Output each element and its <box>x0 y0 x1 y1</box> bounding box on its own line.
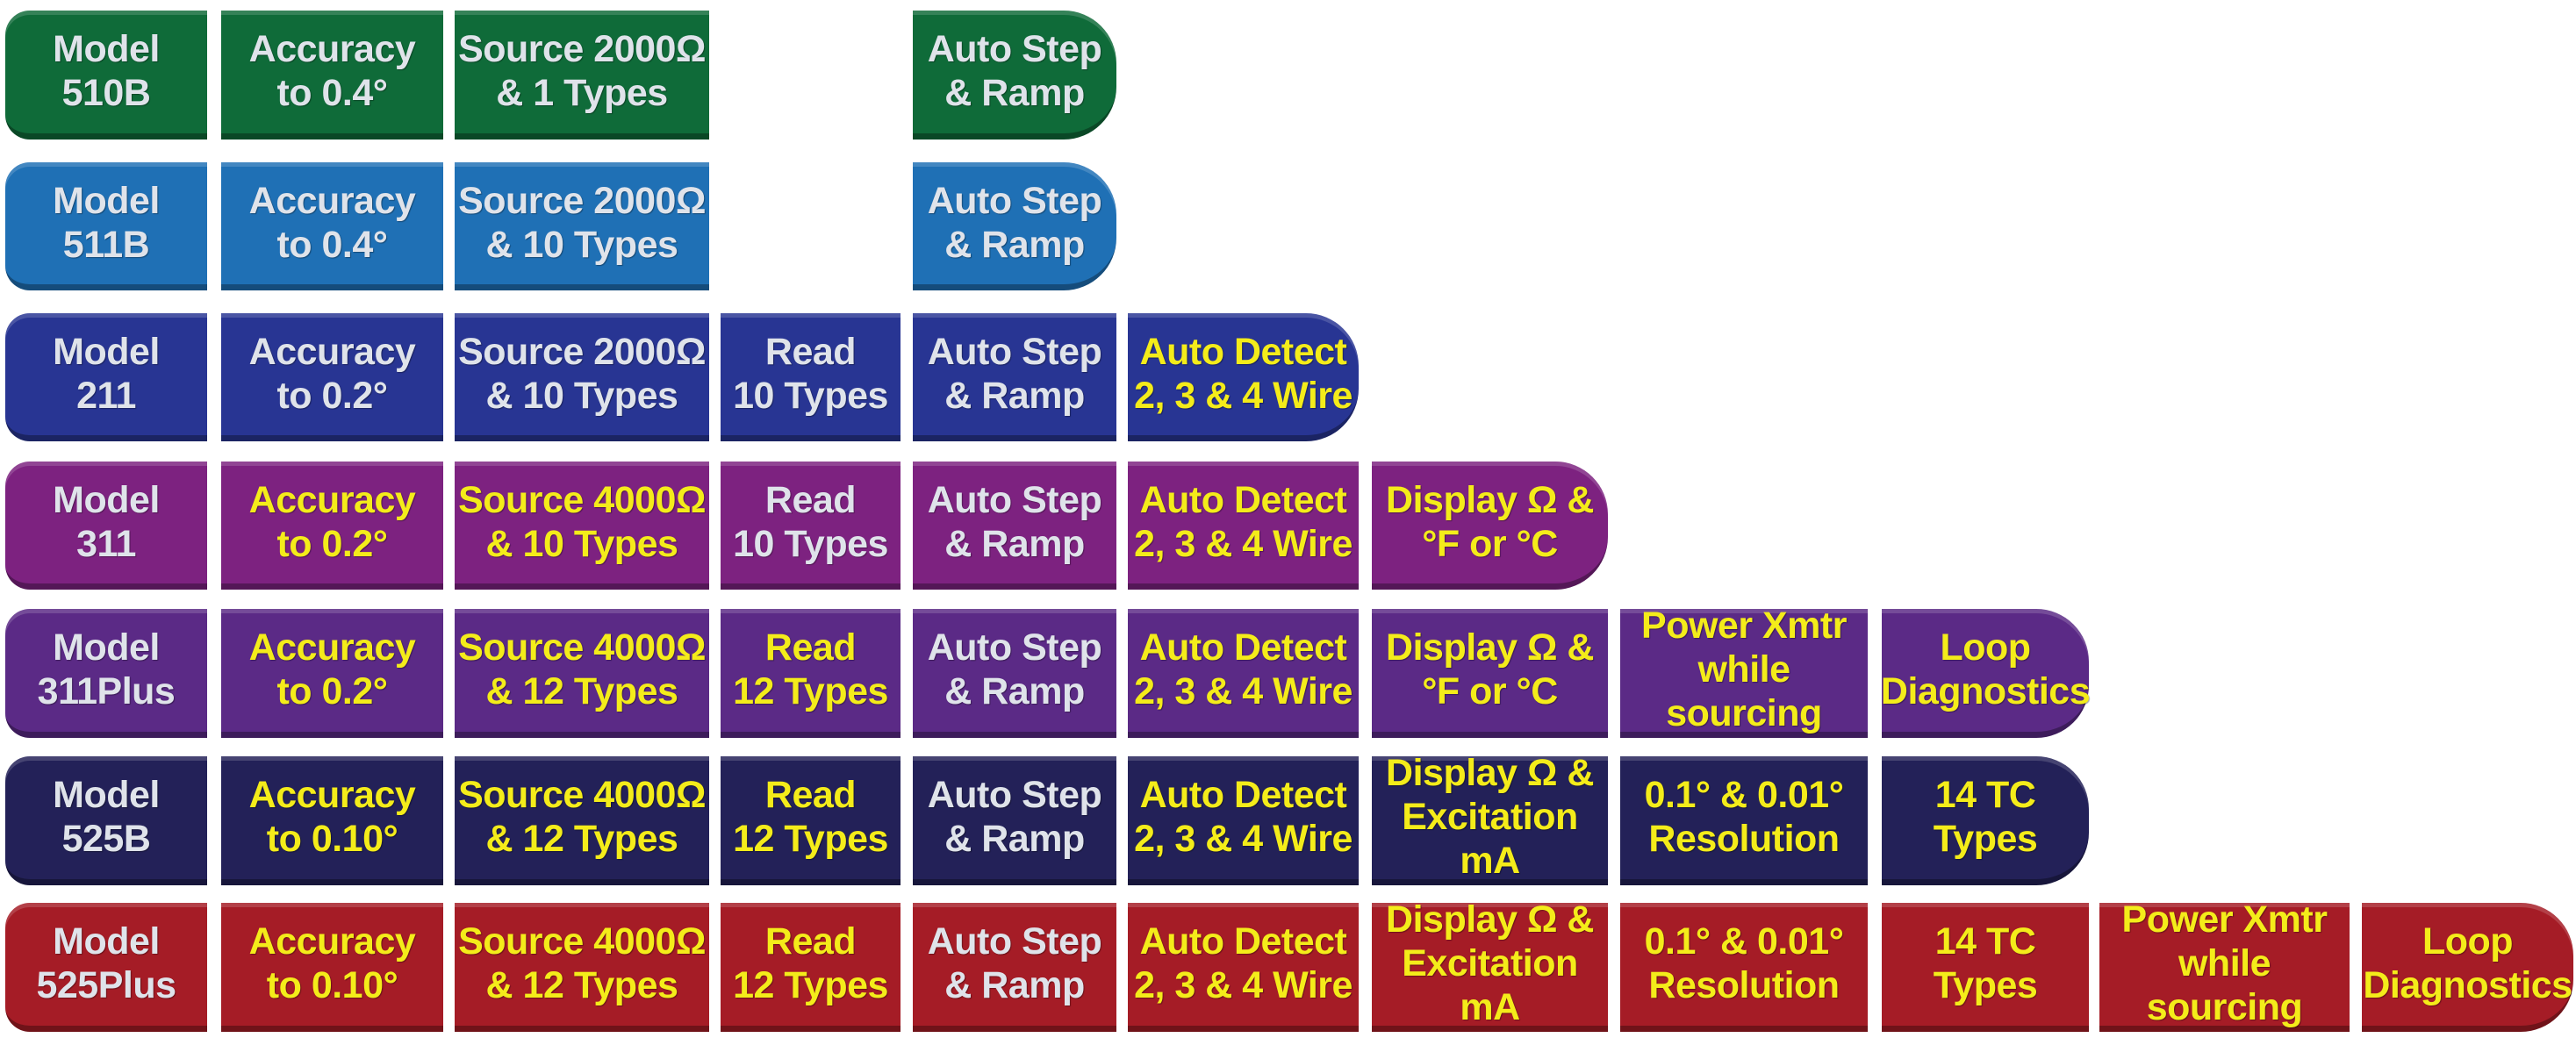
feature-cell: Read 10 Types <box>721 462 901 590</box>
feature-cell: Auto Detect 2, 3 & 4 Wire <box>1128 609 1359 738</box>
feature-cell: Source 4000Ω & 12 Types <box>455 609 709 738</box>
model-cell: Model 525Plus <box>5 903 207 1032</box>
feature-cell: Auto Step & Ramp <box>913 903 1116 1032</box>
model-cell: Model 510B <box>5 11 207 140</box>
feature-cell: Power Xmtr while sourcing <box>2099 898 2350 1032</box>
feature-cell: Accuracy to 0.2° <box>221 313 443 441</box>
feature-cell: Read 10 Types <box>721 313 901 441</box>
feature-cell: Source 2000Ω & 1 Types <box>455 11 709 140</box>
feature-cell: Auto Step & Ramp <box>913 756 1116 885</box>
feature-cell: Auto Step & Ramp <box>913 162 1116 290</box>
feature-cell: Auto Detect 2, 3 & 4 Wire <box>1128 462 1359 590</box>
feature-cell: Source 4000Ω & 10 Types <box>455 462 709 590</box>
feature-cell: Accuracy to 0.4° <box>221 162 443 290</box>
model-cell: Model 211 <box>5 313 207 441</box>
feature-cell: Auto Step & Ramp <box>913 11 1116 140</box>
feature-cell: Display Ω & Excitation mA <box>1372 752 1608 885</box>
feature-cell: Read 12 Types <box>721 609 901 738</box>
feature-cell: Accuracy to 0.2° <box>221 609 443 738</box>
model-cell: Model 311Plus <box>5 609 207 738</box>
feature-cell: Accuracy to 0.2° <box>221 462 443 590</box>
feature-cell: 14 TC Types <box>1882 903 2089 1032</box>
feature-cell: Auto Detect 2, 3 & 4 Wire <box>1128 903 1359 1032</box>
feature-cell: Accuracy to 0.10° <box>221 756 443 885</box>
model-cell: Model 511B <box>5 162 207 290</box>
feature-cell: Loop Diagnostics <box>1881 609 2091 738</box>
feature-cell: 0.1° & 0.01° Resolution <box>1620 756 1868 885</box>
feature-cell: Accuracy to 0.4° <box>221 11 443 140</box>
feature-cell: Accuracy to 0.10° <box>221 903 443 1032</box>
feature-cell: Display Ω & Excitation mA <box>1372 898 1608 1032</box>
feature-cell: Auto Step & Ramp <box>913 609 1116 738</box>
feature-cell: Power Xmtr while sourcing <box>1620 605 1868 738</box>
feature-cell: 14 TC Types <box>1882 756 2089 885</box>
feature-cell: Auto Detect 2, 3 & 4 Wire <box>1128 313 1359 441</box>
model-cell: Model 311 <box>5 462 207 590</box>
feature-cell: Source 2000Ω & 10 Types <box>455 313 709 441</box>
feature-cell: Source 4000Ω & 12 Types <box>455 756 709 885</box>
feature-cell: 0.1° & 0.01° Resolution <box>1620 903 1868 1032</box>
feature-cell: Auto Step & Ramp <box>913 313 1116 441</box>
feature-cell: Display Ω & °F or °C <box>1372 609 1608 738</box>
feature-cell: Loop Diagnostics <box>2362 903 2573 1032</box>
feature-cell: Auto Detect 2, 3 & 4 Wire <box>1128 756 1359 885</box>
model-cell: Model 525B <box>5 756 207 885</box>
feature-cell: Read 12 Types <box>721 903 901 1032</box>
feature-cell: Source 4000Ω & 12 Types <box>455 903 709 1032</box>
feature-cell: Display Ω & °F or °C <box>1372 462 1608 590</box>
feature-cell: Read 12 Types <box>721 756 901 885</box>
feature-cell: Auto Step & Ramp <box>913 462 1116 590</box>
feature-cell: Source 2000Ω & 10 Types <box>455 162 709 290</box>
